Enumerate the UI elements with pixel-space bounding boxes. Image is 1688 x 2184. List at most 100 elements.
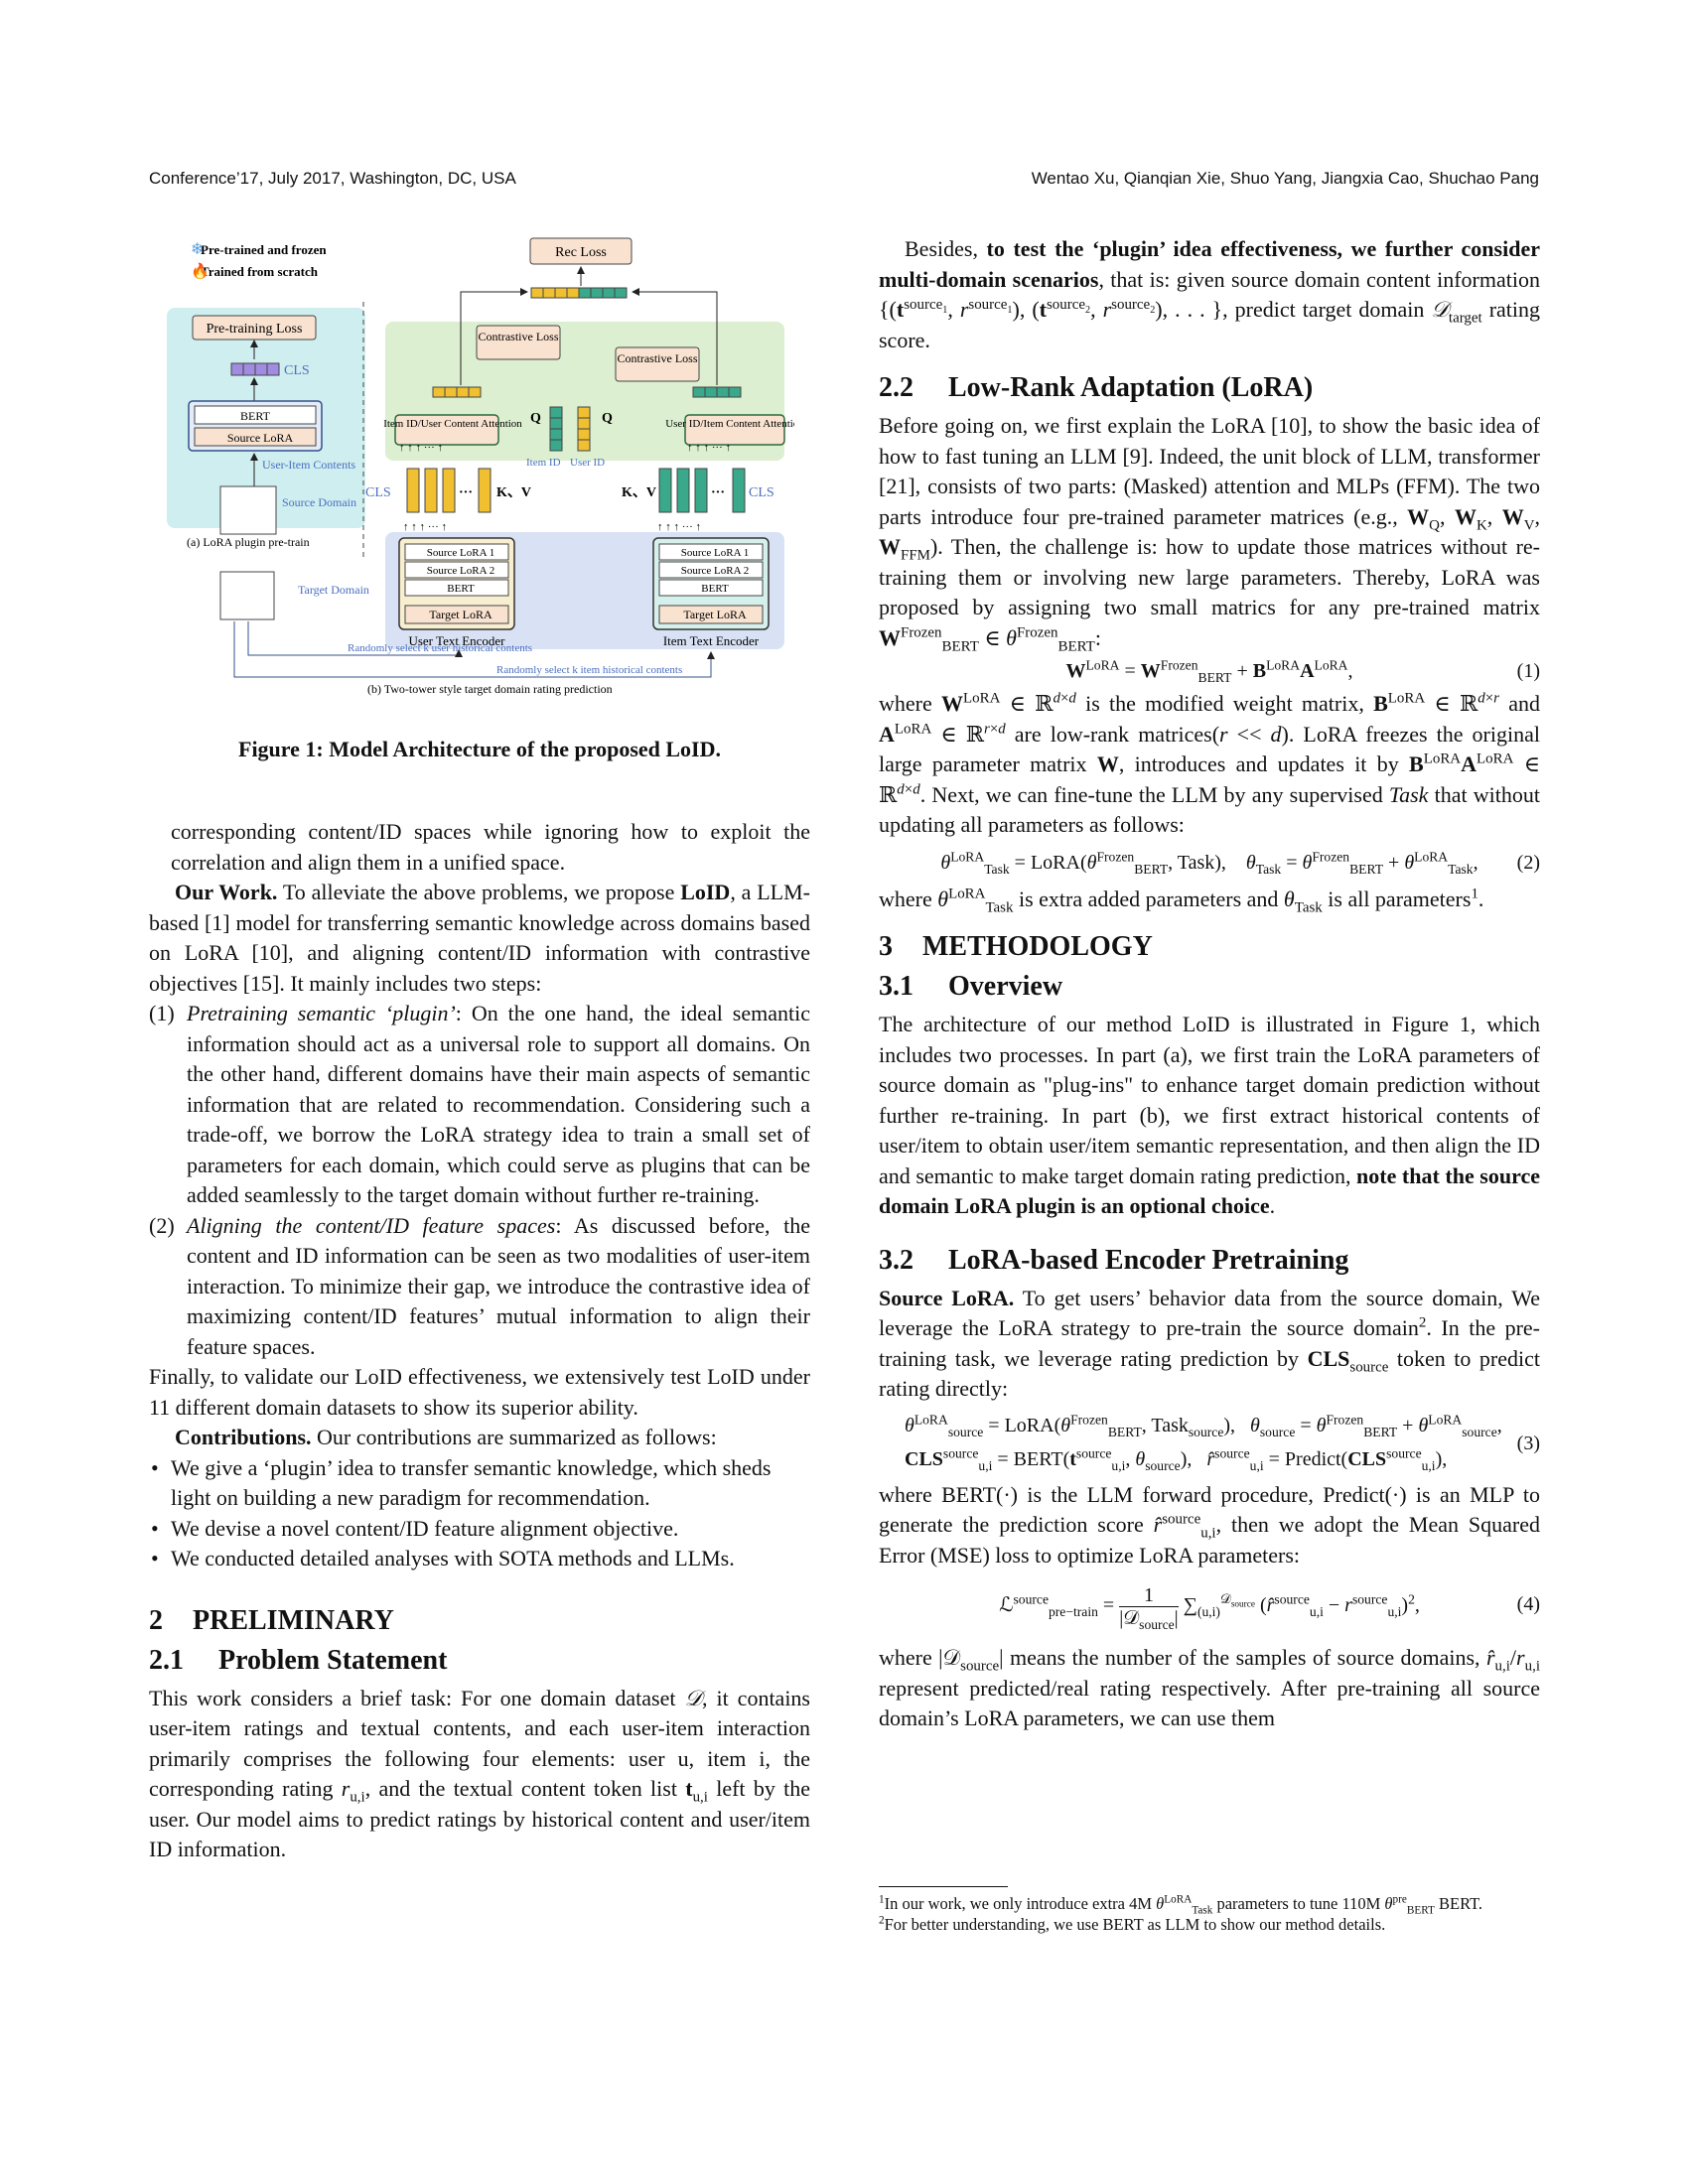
- equation-1: WLoRA = WFrozenBERT + BLoRAALoRA,(1): [1065, 657, 1541, 685]
- section-title: PRELIMINARY: [193, 1604, 394, 1636]
- item-bert: BERT: [701, 583, 729, 595]
- source-lora-text-a: To get users’ behavior data from the sou…: [879, 1285, 1540, 1341]
- overview-bold: note that the source domain LoRA plugin …: [879, 1162, 1541, 1219]
- user-item-attention-label: User ID/Item Content Attention: [665, 418, 794, 430]
- besides-text-a: Besides,: [905, 236, 987, 261]
- target-domain-image: [219, 571, 275, 620]
- paragraph-contributions: Contributions. Our contributions are sum…: [149, 1423, 810, 1453]
- item-source-lora-2: Source LoRA 2: [681, 565, 749, 577]
- list-item: We devise a novel content/ID feature ali…: [149, 1514, 810, 1545]
- footnote-2: 2For better understanding, we use BERT a…: [879, 1914, 1386, 1934]
- section-number: 2.1: [149, 1644, 184, 1676]
- architecture-figure: Pre-trained and frozen ❄ Trained from sc…: [167, 237, 794, 696]
- cls-label: CLS: [284, 363, 310, 378]
- user-bert: BERT: [447, 583, 475, 595]
- lora-text-a: Before going on, we first explain the Lo…: [879, 413, 1540, 529]
- paragraph-besides: Besides, to test the ‘plugin’ idea effec…: [879, 236, 1541, 352]
- where4-c: represent predicted/real rating respecti…: [879, 1675, 1540, 1731]
- user-item-attention-box: [684, 414, 785, 446]
- caption-b: (b) Two-tower style target domain rating…: [367, 682, 613, 696]
- q-label-left: Q: [530, 411, 541, 426]
- section-title: Problem Statement: [218, 1644, 448, 1676]
- user-source-lora-1: Source LoRA 1: [427, 547, 494, 559]
- overview-end: .: [1269, 1193, 1276, 1218]
- section-title: LoRA-based Encoder Pretraining: [948, 1244, 1349, 1276]
- overview-text: The architecture of our method LoID is i…: [879, 1012, 1540, 1188]
- problem-text-a: This work considers a brief task: For on…: [149, 1685, 685, 1710]
- running-header-right: Wentao Xu, Qianqian Xie, Shuo Yang, Jian…: [1031, 169, 1539, 188]
- pretrain-loss-label: Pre-training Loss: [207, 322, 303, 337]
- where2-b: is extra added parameters and: [1013, 886, 1284, 911]
- where1-d: are low-rank matrices(: [1005, 721, 1220, 747]
- paragraph-overview: The architecture of our method LoID is i…: [879, 1010, 1540, 1222]
- section-title: Low-Rank Adaptation (LoRA): [948, 372, 1314, 403]
- figure-caption: Figure 1: Model Architecture of the prop…: [238, 737, 721, 761]
- footnote-1-c: BERT.: [1434, 1894, 1483, 1913]
- problem-text-d: left by the user. Our model aims to pred…: [149, 1776, 810, 1861]
- where1-f: , introduces and updates it by: [1118, 751, 1410, 776]
- kv-left: K、V: [496, 485, 531, 500]
- equation-number: (2): [1516, 851, 1540, 874]
- user-item-contents-label: User-Item Contents: [262, 458, 355, 472]
- besides-text-d: rating score.: [879, 297, 1541, 352]
- contrastive-loss-label-2: Contrastive Loss: [618, 351, 698, 365]
- paragraph-intro-end: corresponding content/ID spaces while ig…: [171, 819, 810, 875]
- equation-4: ℒsourcepre−train = 1|𝒟source| ∑(u,i)𝒟sou…: [999, 1584, 1540, 1632]
- our-work-text-a: To alleviate the above problems, we prop…: [277, 880, 681, 904]
- problem-text-b: , it contains user-item ratings and text…: [149, 1685, 810, 1802]
- snowflake-icon: ❄: [191, 241, 204, 258]
- footnote-2-text: For better understanding, we use BERT as…: [884, 1915, 1386, 1934]
- besides-text-b: , that is: given source domain content i…: [1098, 266, 1540, 292]
- where1-a: where: [879, 691, 941, 716]
- section-number: 2: [149, 1604, 163, 1636]
- bert-label-a: BERT: [240, 409, 271, 423]
- besides-text-c: , predict target domain: [1222, 297, 1432, 322]
- contrastive-loss-box-2: [615, 346, 700, 382]
- section-heading-2: 2 PRELIMINARY: [149, 1604, 810, 1638]
- left-column: corresponding content/ID spaces while ig…: [149, 817, 810, 1865]
- our-work-label: Our Work.: [175, 880, 278, 904]
- paragraph-source-lora: Source LoRA. To get users’ behavior data…: [879, 1285, 1540, 1402]
- cls-right-b: CLS: [749, 485, 774, 500]
- paragraph-problem: This work considers a brief task: For on…: [149, 1685, 810, 1862]
- user-id-embedding: [577, 406, 591, 452]
- source-lora-label-a: Source LoRA: [227, 431, 294, 445]
- where1-b: is the modified weight matrix,: [1075, 691, 1374, 716]
- paragraph-our-work: Our Work. To alleviate the above problem…: [149, 878, 810, 999]
- running-header-left: Conference’17, July 2017, Washington, DC…: [149, 169, 516, 188]
- equation-number: (3): [1516, 1432, 1540, 1454]
- item-user-attention-box: [394, 414, 499, 446]
- contributions-text: Our contributions are summarized as foll…: [311, 1425, 717, 1449]
- list-item-title: Aligning the content/ID feature spaces: [187, 1212, 556, 1238]
- user-rep-token: [432, 386, 482, 398]
- where2-a: where: [879, 886, 938, 911]
- legend-scratch: Trained from scratch: [201, 264, 319, 279]
- paragraph-where-2: where θLoRATask is extra added parameter…: [879, 886, 1484, 915]
- caption-a: (a) LoRA plugin pre-train: [187, 535, 310, 549]
- dots-right: ···: [711, 485, 725, 500]
- item-source-lora-1: Source LoRA 1: [681, 547, 749, 559]
- dots-left: ···: [459, 485, 473, 500]
- loid-name: LoID: [680, 880, 731, 904]
- list-item-number: (1): [149, 1001, 175, 1025]
- right-column: Besides, to test the ‘plugin’ idea effec…: [879, 234, 1540, 1734]
- item-id-label: Item ID: [526, 457, 561, 469]
- where3-b: , then we adopt the Mean Squared Error (…: [879, 1512, 1541, 1568]
- equation-2: θLoRATask = LoRA(θFrozenBERT, Task), θTa…: [940, 848, 1540, 877]
- paragraph-finally: Finally, to validate our LoID effectiven…: [149, 1364, 810, 1420]
- task-word: Task: [1388, 781, 1429, 807]
- footnotes: 1In our work, we only introduce extra 4M…: [879, 1886, 1540, 1935]
- list-item-number: (2): [149, 1212, 175, 1238]
- select-user-label: Randomly select k user historical conten…: [348, 642, 532, 654]
- item-rep-token: [692, 386, 742, 398]
- source-lora-text-b: . In the pre-training task, we leverage …: [879, 1315, 1540, 1371]
- item-text-encoder-label: Item Text Encoder: [663, 633, 760, 648]
- list-item: We conducted detailed analyses with SOTA…: [149, 1544, 810, 1574]
- list-item: (2) Aligning the content/ID feature space…: [149, 1211, 810, 1363]
- item-target-lora: Target LoRA: [683, 608, 747, 621]
- arrows-left-2: ↑ ↑ ↑ ··· ↑: [403, 521, 447, 533]
- equation-number: (4): [1516, 1593, 1540, 1615]
